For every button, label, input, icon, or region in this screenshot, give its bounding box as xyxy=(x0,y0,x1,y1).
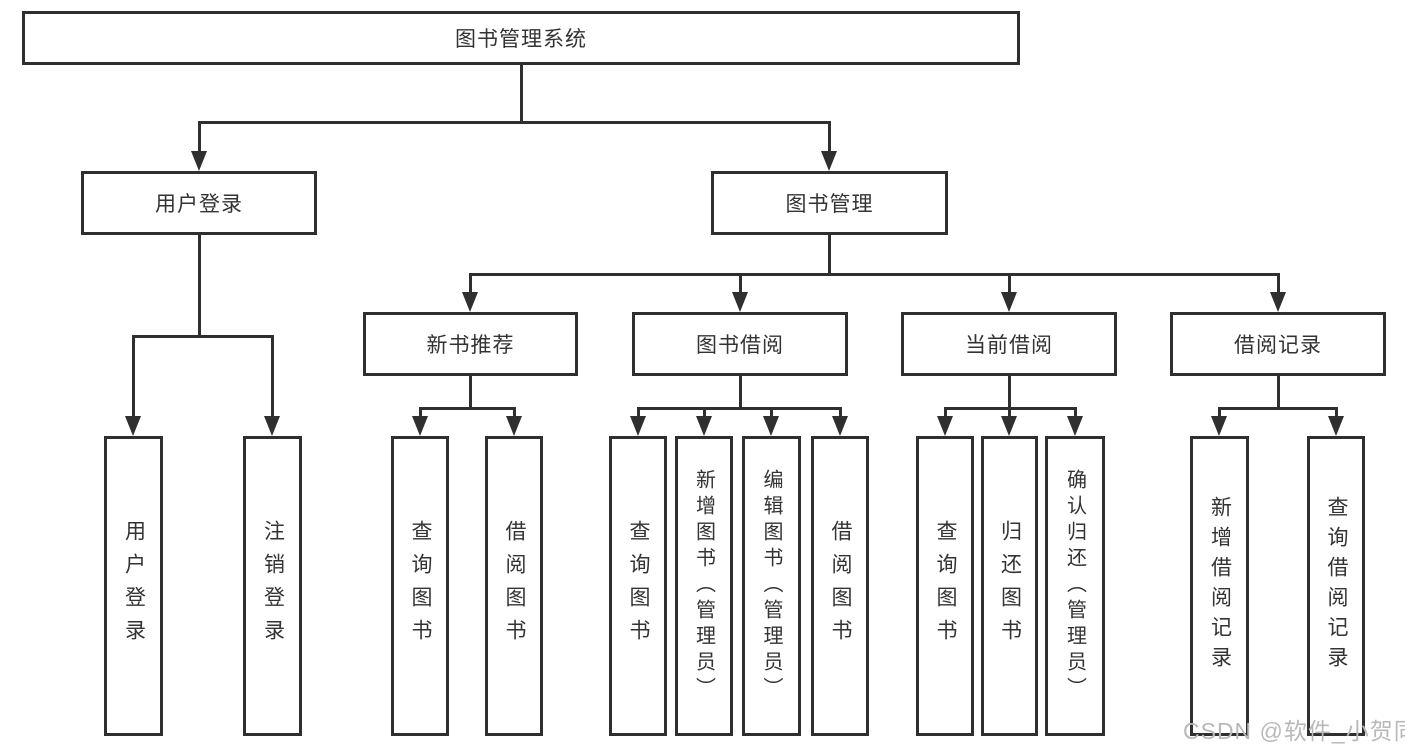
connector-drop xyxy=(513,407,516,418)
leaf-query-books-recommend: 查询图书 xyxy=(391,436,449,736)
arrow-down-icon xyxy=(125,416,141,436)
connector-bus xyxy=(637,407,842,410)
arrow-down-icon xyxy=(832,416,848,436)
connector-drop xyxy=(739,273,742,294)
arrow-down-icon xyxy=(732,292,748,312)
arrow-down-icon xyxy=(1001,416,1017,436)
connector-stem xyxy=(739,374,742,409)
connector-drop xyxy=(419,407,422,418)
csdn-watermark: CSDN @软件_小贺同学 xyxy=(1183,718,1405,744)
node-book-management-branch: 图书管理 xyxy=(711,171,948,235)
node-user-login-branch: 用户登录 xyxy=(81,171,317,235)
leaf-borrow-books: 借阅图书 xyxy=(811,436,869,736)
leaf-add-book-admin: 新增图书（管理员） xyxy=(675,436,733,736)
arrow-down-icon xyxy=(763,416,779,436)
connector-drop-user-login xyxy=(198,121,201,153)
arrow-down-icon xyxy=(506,416,522,436)
connector-stem xyxy=(469,374,472,409)
connector-drop xyxy=(1008,407,1011,418)
arrow-down-icon xyxy=(821,151,837,171)
leaf-return-books: 归还图书 xyxy=(981,436,1038,736)
connector-stem xyxy=(1008,374,1011,409)
connector-drop xyxy=(1335,407,1338,418)
connector-user-stem xyxy=(198,233,201,337)
connector-drop xyxy=(271,335,274,418)
connector-drop xyxy=(1074,407,1077,418)
connector-drop xyxy=(703,407,706,418)
leaf-logout: 注销登录 xyxy=(243,436,302,736)
connector-drop xyxy=(1277,273,1280,294)
node-new-book-recommendation: 新书推荐 xyxy=(363,312,578,376)
connector-bus xyxy=(419,407,516,410)
connector-drop xyxy=(637,407,640,418)
arrow-down-icon xyxy=(412,416,428,436)
connector-level2-bus xyxy=(198,121,831,124)
connector-stem xyxy=(1277,374,1280,409)
arrow-down-icon xyxy=(1270,292,1286,312)
connector-drop xyxy=(1008,273,1011,294)
arrow-down-icon xyxy=(1067,416,1083,436)
connector-drop-book-management xyxy=(828,121,831,153)
leaf-query-books-current: 查询图书 xyxy=(916,436,974,736)
connector-drop xyxy=(944,407,947,418)
connector-drop xyxy=(770,407,773,418)
arrow-down-icon xyxy=(462,292,478,312)
node-book-borrowing: 图书借阅 xyxy=(632,312,848,376)
leaf-borrow-books-recommend: 借阅图书 xyxy=(485,436,543,736)
node-borrowing-records: 借阅记录 xyxy=(1170,312,1386,376)
arrow-down-icon xyxy=(191,151,207,171)
leaf-user-login: 用户登录 xyxy=(104,436,163,736)
leaf-query-books-borrowing: 查询图书 xyxy=(609,436,667,736)
connector-bus xyxy=(1218,407,1338,410)
connector-level3-bus xyxy=(469,273,1280,276)
arrow-down-icon xyxy=(1328,416,1344,436)
connector-drop xyxy=(132,335,135,418)
arrow-down-icon xyxy=(264,416,280,436)
leaf-confirm-return-admin: 确认归还（管理员） xyxy=(1045,436,1105,736)
arrow-down-icon xyxy=(1211,416,1227,436)
leaf-query-borrow-record: 查询借阅记录 xyxy=(1307,436,1365,736)
leaf-add-borrow-record: 新增借阅记录 xyxy=(1190,436,1249,736)
leaf-edit-book-admin: 编辑图书（管理员） xyxy=(742,436,801,736)
arrow-down-icon xyxy=(630,416,646,436)
connector-user-bus xyxy=(132,335,274,338)
connector-root-stem xyxy=(520,64,523,123)
connector-drop xyxy=(1218,407,1221,418)
node-current-borrowing: 当前借阅 xyxy=(901,312,1117,376)
node-library-management-system: 图书管理系统 xyxy=(22,11,1020,65)
connector-drop xyxy=(469,273,472,294)
connector-drop xyxy=(839,407,842,418)
arrow-down-icon xyxy=(937,416,953,436)
connector-book-stem xyxy=(828,233,831,276)
arrow-down-icon xyxy=(696,416,712,436)
arrow-down-icon xyxy=(1001,292,1017,312)
